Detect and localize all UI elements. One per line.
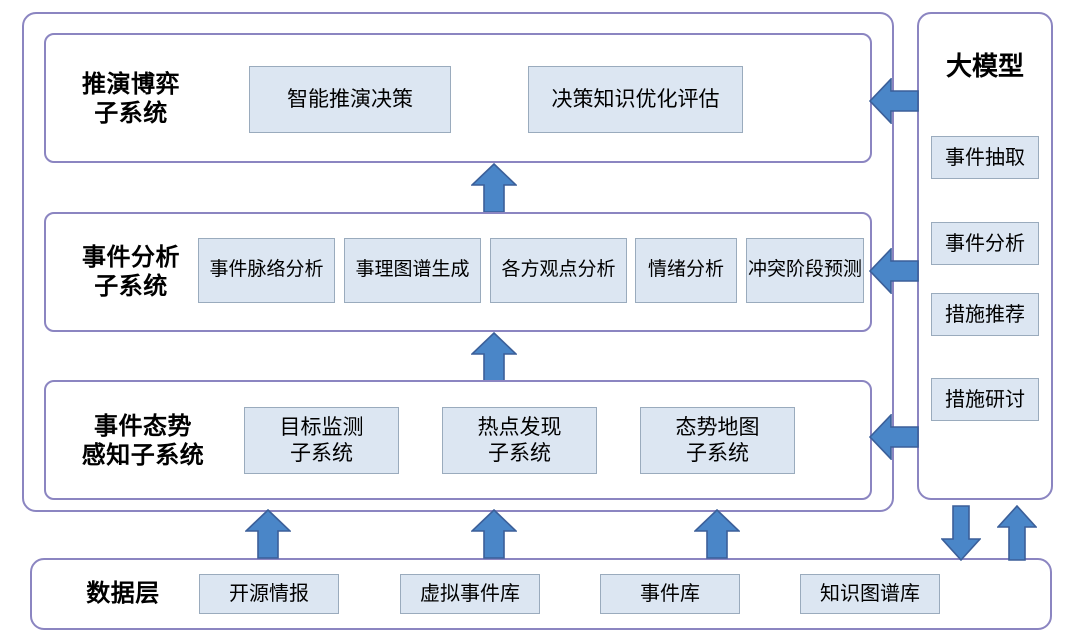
module-intelligent-deduction-decision[interactable]: 智能推演决策 <box>249 66 451 133</box>
module-knowledge-graph-database[interactable]: 知识图谱库 <box>800 574 940 614</box>
module-event-extraction[interactable]: 事件抽取 <box>931 136 1039 179</box>
large-model-title: 大模型 <box>945 51 1024 81</box>
module-measure-discussion[interactable]: 措施研讨 <box>931 378 1039 421</box>
module-multi-party-viewpoint-analysis[interactable]: 各方观点分析 <box>490 238 627 303</box>
arrow-up-data-to-awareness-1 <box>245 509 291 559</box>
row-label-event-analysis: 事件分析 子系统 <box>82 243 180 300</box>
module-sentiment-analysis[interactable]: 情绪分析 <box>635 238 737 303</box>
module-measure-recommendation[interactable]: 措施推荐 <box>931 293 1039 336</box>
module-event-analysis[interactable]: 事件分析 <box>931 222 1039 265</box>
arrow-up-data-to-model <box>997 505 1037 561</box>
module-open-source-intelligence[interactable]: 开源情报 <box>199 574 339 614</box>
module-virtual-event-database[interactable]: 虚拟事件库 <box>400 574 540 614</box>
arrow-left-model-to-awareness <box>869 414 919 460</box>
module-event-graph-generation[interactable]: 事理图谱生成 <box>344 238 481 303</box>
arrow-left-model-to-analysis <box>869 248 919 294</box>
module-event-context-analysis[interactable]: 事件脉络分析 <box>198 238 335 303</box>
arrow-down-model-to-data <box>941 505 981 561</box>
module-event-database[interactable]: 事件库 <box>600 574 740 614</box>
arrow-left-model-to-deduction <box>869 78 919 124</box>
row-label-data-layer: 数据层 <box>86 580 160 608</box>
module-target-monitoring-subsystem[interactable]: 目标监测 子系统 <box>244 407 399 474</box>
module-conflict-stage-prediction[interactable]: 冲突阶段预测 <box>746 238 864 303</box>
module-situation-map-subsystem[interactable]: 态势地图 子系统 <box>640 407 795 474</box>
arrow-up-awareness-to-analysis <box>471 332 517 382</box>
arrow-up-data-to-awareness-2 <box>471 509 517 559</box>
row-label-situation-awareness: 事件态势 感知子系统 <box>81 412 205 469</box>
module-decision-knowledge-optimization-evaluation[interactable]: 决策知识优化评估 <box>528 66 743 133</box>
arrow-up-analysis-to-deduction <box>471 163 517 213</box>
module-hotspot-discovery-subsystem[interactable]: 热点发现 子系统 <box>442 407 597 474</box>
arrow-up-data-to-awareness-3 <box>694 509 740 559</box>
row-label-deduction-game: 推演博弈 子系统 <box>82 70 180 127</box>
